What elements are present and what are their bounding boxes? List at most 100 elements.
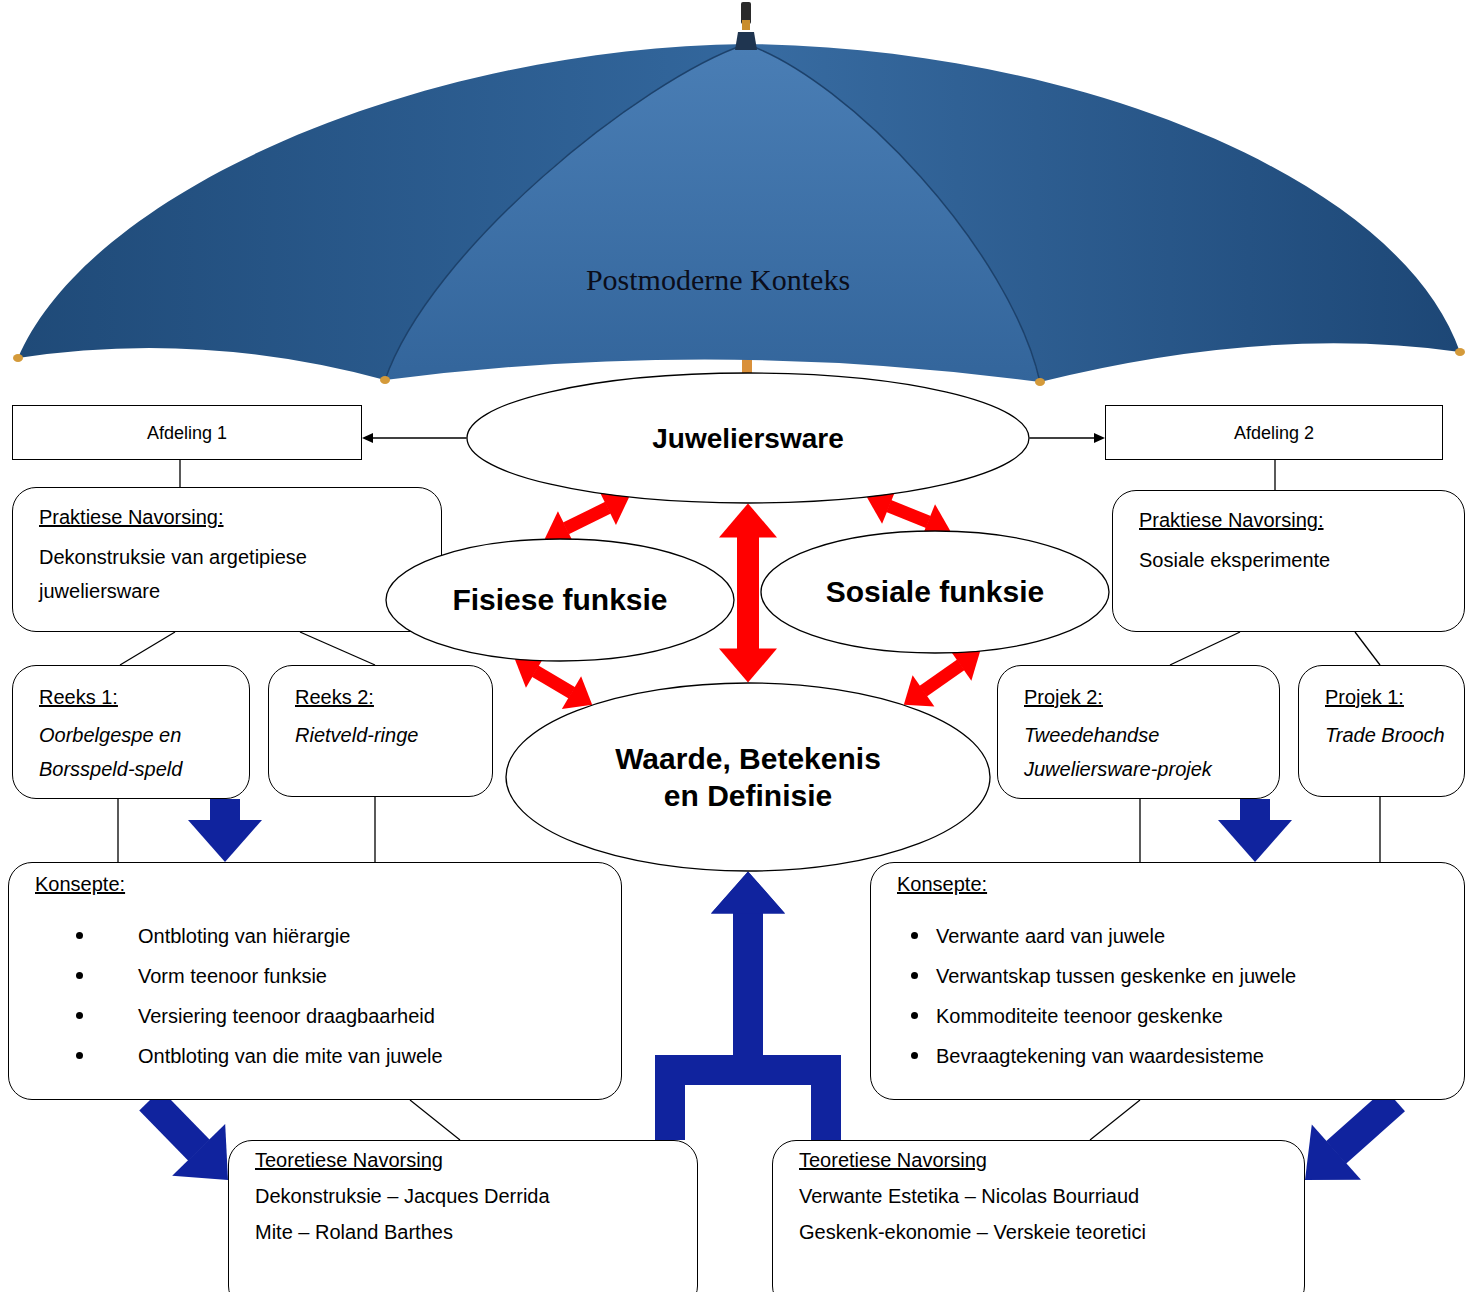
node-heading: Teoretiese Navorsing: [255, 1145, 681, 1175]
node-text: Versiering teenoor draagbaarheid: [138, 1001, 605, 1031]
arrow-head: [562, 676, 592, 709]
rib-tip: [13, 354, 23, 362]
theory-box: Teoretiese NavorsingDekonstruksie – Jacq…: [228, 1140, 698, 1292]
link-line: [1090, 1100, 1140, 1140]
node-text: Mite – Roland Barthes: [255, 1217, 681, 1247]
function-ellipse: Fisiese funksie: [385, 538, 735, 662]
arrow-head: [711, 871, 785, 913]
node-heading: Teoretiese Navorsing: [799, 1145, 1288, 1175]
node-text: Verwantskap tussen geskenke en juwele: [936, 961, 1448, 991]
node-text: Ontbloting van hiërargie: [138, 921, 605, 951]
connector-line: [373, 437, 467, 438]
node-text: Bevraagtekening van waardesisteme: [936, 1041, 1448, 1071]
arrow-head: [362, 433, 373, 443]
connector-line: [1240, 799, 1270, 821]
link-arrow: [362, 433, 467, 443]
connector-line: [1355, 632, 1380, 665]
node-heading: Projek 2:: [1024, 682, 1263, 712]
link-line: [1275, 460, 1276, 490]
connector-line: [210, 799, 240, 821]
connector-line: [1090, 1100, 1140, 1140]
node-heading: Waarde, Betekenis en Definisie: [601, 740, 896, 815]
connector-line: [1170, 632, 1240, 665]
node-text: Kommoditeite teenoor geskenke: [936, 1001, 1448, 1031]
project-box: Projek 1: Trade Brooch: [1298, 665, 1465, 797]
core-ellipse: Juweliersware: [466, 372, 1030, 504]
arrow-head: [719, 503, 777, 537]
link-line: [410, 1100, 460, 1140]
node-text: Trade Brooch: [1325, 718, 1448, 752]
arrow-head: [1305, 1124, 1361, 1180]
connector-line: [120, 632, 175, 665]
connector-line: [117, 799, 118, 862]
flow-arrow: [1218, 799, 1292, 862]
node-heading: Konsepte:: [897, 869, 1448, 899]
connector-line: [179, 460, 180, 487]
connector-line: [737, 537, 759, 649]
node-heading: Fisiese funksie: [452, 581, 667, 619]
umbrella-tip: [742, 20, 750, 30]
link-arrow: [1029, 433, 1105, 443]
arrow-head: [904, 675, 935, 706]
node-heading: Projek 1:: [1325, 682, 1448, 712]
project-box: Projek 2: Tweedehandse Juweliersware-proj…: [997, 665, 1280, 799]
node-heading: Postmoderne Konteks: [10, 262, 1426, 298]
connector-line: [374, 797, 375, 862]
arrow-head: [172, 1124, 228, 1180]
connector-line: [923, 665, 961, 691]
umbrella-canopy: Postmoderne Konteks: [10, 0, 1468, 420]
node-heading: Sosiale funksie: [826, 573, 1044, 611]
node-heading: Praktiese Navorsing:: [1139, 505, 1448, 535]
flow-arrow: [1305, 1100, 1395, 1180]
node-text: Sosiale eksperimente: [1139, 543, 1448, 577]
link-line: [180, 460, 181, 487]
node-text: Geskenk-ekonomie – Verskeie teoretici: [799, 1217, 1288, 1247]
connector-line: [1139, 799, 1140, 862]
research-box: Praktiese Navorsing: Sosiale eksperimente: [1112, 490, 1465, 632]
node-text: Dekonstruksie van argetipiese juweliersw…: [39, 540, 369, 608]
node-heading: Praktiese Navorsing:: [39, 502, 425, 532]
arrow-head: [719, 649, 777, 683]
link-line: [118, 799, 119, 862]
umbrella-rib: [385, 44, 746, 380]
node-text: Vorm teenoor funksie: [138, 961, 605, 991]
link-line: [1355, 632, 1380, 665]
flow-arrow: [711, 871, 826, 1140]
ellipse-shape: [761, 531, 1109, 653]
research-box: Praktiese Navorsing: Dekonstruksie van ar…: [12, 487, 442, 632]
flow-arrow: [188, 799, 262, 862]
node-text: Verwante aard van juwele: [936, 921, 1448, 951]
relation-arrow: [515, 655, 592, 709]
ellipse-shape: [386, 539, 734, 661]
section-box: Afdeling 2: [1105, 405, 1443, 460]
umbrella-group: [13, 2, 1465, 420]
arrow-head: [1094, 433, 1105, 443]
connector-line: [889, 506, 929, 522]
series-box: Reeks 1:Oorbelgespe en Borsspeld-speld: [12, 665, 250, 799]
arrow-head: [711, 871, 785, 913]
connector-line: [748, 913, 826, 1140]
link-line: [1140, 799, 1141, 862]
flow-arrow: [670, 871, 785, 1140]
connector-line: [1379, 797, 1380, 862]
node-text: Tweedehandse Juweliersware-projek: [1024, 718, 1263, 786]
ellipse-shape: [506, 683, 990, 871]
node-heading: Juweliersware: [652, 421, 843, 456]
concepts-box: Konsepte: Verwante aard van juweleVerwant…: [870, 862, 1465, 1100]
link-line: [1170, 632, 1240, 665]
umbrella-rib: [746, 44, 1040, 382]
arrow-head: [188, 820, 262, 862]
ellipse-outline: [505, 682, 991, 872]
node-text: Ontbloting van die mite van juwele: [138, 1041, 605, 1071]
connector-line: [300, 632, 375, 665]
ellipse-shape: [467, 373, 1029, 503]
value-ellipse: Waarde, Betekenis en Definisie: [505, 682, 991, 872]
node-heading: Afdeling 1: [147, 421, 227, 445]
umbrella-cap: [735, 32, 757, 50]
node-heading: Reeks 2:: [295, 682, 476, 712]
node-heading: Konsepte:: [35, 869, 605, 899]
connector-line: [535, 671, 572, 693]
relation-arrow: [545, 491, 629, 545]
